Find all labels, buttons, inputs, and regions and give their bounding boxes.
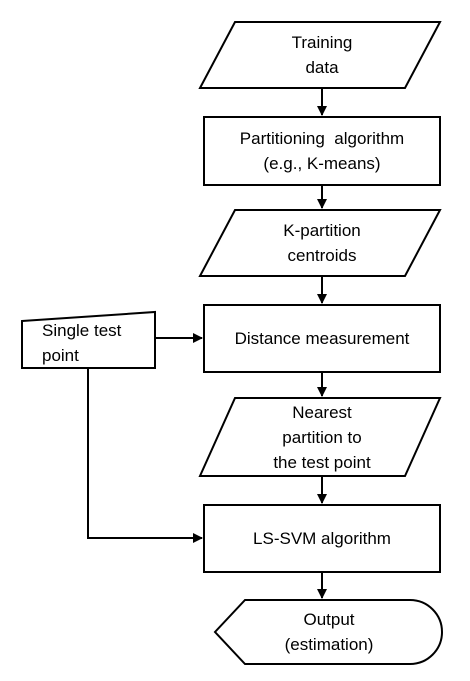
training-data-line-2: data — [305, 58, 339, 77]
edge-testpoint-to-lssvm — [87, 368, 203, 543]
nearest-line-3: the test point — [273, 453, 371, 472]
partitioning-line-2: (e.g., K-means) — [263, 154, 381, 173]
training-data-shape — [198, 21, 442, 89]
output-line-1: Output — [303, 610, 355, 629]
nearest-line-2: partition to — [282, 428, 362, 447]
lssvm-line-1: LS-SVM algorithm — [253, 529, 391, 548]
nearest-partition-shape — [198, 397, 442, 477]
partitioning-algorithm-shape — [203, 116, 441, 186]
k-partition-centroids-label: K-partition centroids — [222, 218, 422, 268]
training-data-line-1: Training — [291, 33, 353, 52]
training-data-label: Training data — [222, 30, 422, 80]
single-test-point-shape — [21, 310, 156, 369]
test-point-line-2: point — [42, 346, 79, 365]
centroids-line-1: K-partition — [283, 221, 361, 240]
k-partition-centroids-shape — [198, 209, 442, 277]
output-shape — [213, 599, 443, 665]
partitioning-algorithm-label: Partitioning algorithm (e.g., K-means) — [204, 126, 440, 176]
centroids-line-2: centroids — [287, 246, 357, 265]
output-line-2: (estimation) — [284, 635, 374, 654]
ls-svm-algorithm-shape — [203, 504, 441, 573]
distance-line-1: Distance measurement — [234, 329, 410, 348]
test-point-line-1: Single test — [42, 321, 122, 340]
distance-measurement-label: Distance measurement — [204, 326, 440, 351]
partitioning-line-1: Partitioning algorithm — [239, 129, 405, 148]
single-test-point-label: Single test point — [42, 318, 157, 368]
nearest-partition-label: Nearest partition to the test point — [222, 400, 422, 475]
ls-svm-algorithm-label: LS-SVM algorithm — [204, 526, 440, 551]
nearest-line-1: Nearest — [292, 403, 352, 422]
output-label: Output (estimation) — [240, 607, 418, 657]
